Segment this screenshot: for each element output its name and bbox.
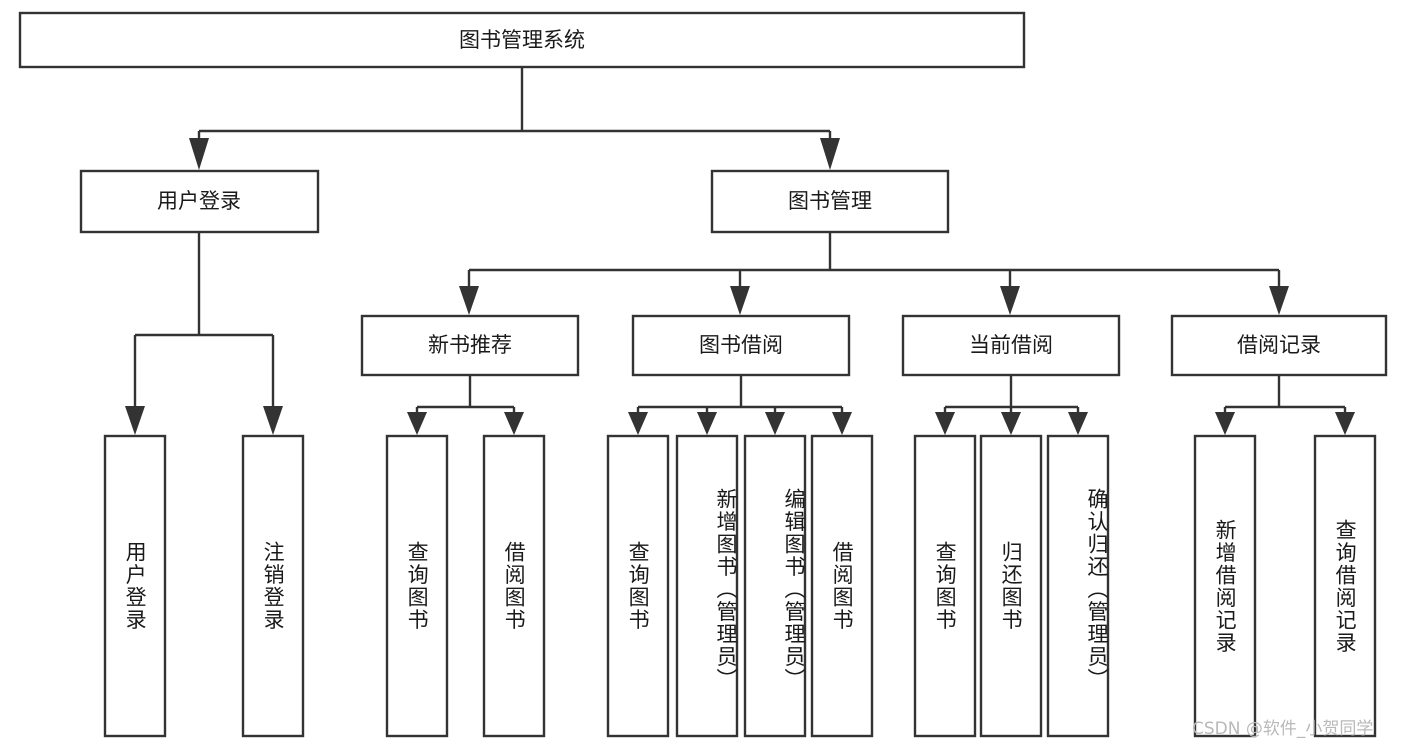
arrow-head-leaf-query-book-2 bbox=[628, 412, 648, 435]
arrow-head-leaf-query-book-1 bbox=[407, 412, 427, 435]
arrow-head-leaf-edit-book bbox=[765, 412, 785, 435]
node-box-leaf-logout[interactable] bbox=[241, 434, 305, 738]
node-box-leaf-user-login[interactable] bbox=[103, 434, 167, 738]
arrow-head-current-borrow bbox=[1000, 286, 1020, 315]
node-box-leaf-edit-book[interactable] bbox=[743, 434, 807, 738]
arrow-head-new-book-rec bbox=[459, 286, 479, 315]
node-box-user-login[interactable] bbox=[79, 169, 320, 234]
node-box-leaf-add-record[interactable] bbox=[1193, 434, 1257, 738]
arrow-head-user-login bbox=[189, 138, 209, 170]
node-box-leaf-query-book-1[interactable] bbox=[385, 434, 449, 738]
arrow-head-leaf-query-book-3 bbox=[935, 412, 955, 435]
node-box-leaf-confirm-return[interactable] bbox=[1046, 434, 1110, 738]
node-box-leaf-add-book[interactable] bbox=[675, 434, 739, 738]
node-box-current-borrow[interactable] bbox=[901, 314, 1121, 377]
arrow-head-leaf-user-login bbox=[125, 406, 145, 435]
node-label-current-borrow: 当前借阅 bbox=[969, 333, 1053, 357]
arrow-head-book-borrow bbox=[730, 286, 750, 315]
arrow-head-leaf-add-record bbox=[1215, 412, 1235, 435]
node-label-book-borrow: 图书借阅 bbox=[699, 333, 783, 357]
csdn-watermark: CSDN @软件_小贺同学 bbox=[1192, 719, 1374, 739]
arrow-head-leaf-confirm-return bbox=[1068, 412, 1088, 435]
node-label-book-manage: 图书管理 bbox=[788, 189, 872, 213]
arrow-head-leaf-return-book bbox=[1001, 412, 1021, 435]
node-box-leaf-query-book-3[interactable] bbox=[913, 434, 977, 738]
node-label-user-login: 用户登录 bbox=[157, 189, 241, 213]
arrow-head-leaf-borrow-book-2 bbox=[832, 412, 852, 435]
node-box-leaf-borrow-book-2[interactable] bbox=[810, 434, 874, 738]
arrow-head-leaf-borrow-book-1 bbox=[504, 412, 524, 435]
arrow-head-book-manage bbox=[820, 138, 840, 170]
node-box-leaf-borrow-book-1[interactable] bbox=[482, 434, 546, 738]
node-box-leaf-query-record[interactable] bbox=[1313, 434, 1377, 738]
node-box-leaf-return-book[interactable] bbox=[979, 434, 1043, 738]
arrow-head-borrow-record bbox=[1269, 286, 1289, 315]
node-label-root: 图书管理系统 bbox=[459, 28, 585, 52]
arrow-head-leaf-add-book bbox=[697, 412, 717, 435]
node-label-borrow-record: 借阅记录 bbox=[1237, 333, 1321, 357]
node-box-root[interactable] bbox=[18, 11, 1026, 69]
node-box-leaf-query-book-2[interactable] bbox=[606, 434, 670, 738]
node-box-new-book-rec[interactable] bbox=[360, 314, 580, 377]
arrow-head-leaf-logout bbox=[263, 406, 283, 435]
arrow-head-leaf-query-record bbox=[1335, 412, 1355, 435]
node-label-new-book-rec: 新书推荐 bbox=[428, 333, 512, 357]
